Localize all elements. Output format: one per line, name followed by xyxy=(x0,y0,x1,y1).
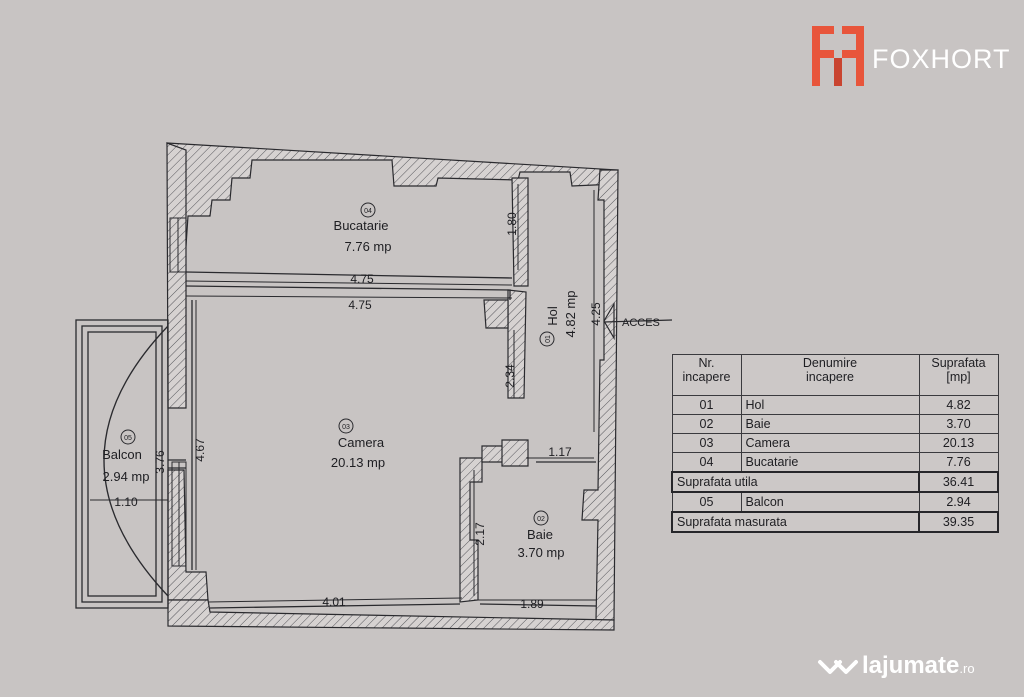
bottom-wall xyxy=(167,599,615,631)
row-area: 3.70 xyxy=(918,414,999,434)
dim-bath-depth: 2.17 xyxy=(473,522,487,546)
dim-hall-length: 4.25 xyxy=(589,302,603,326)
table-row: 05 Balcon 2.94 xyxy=(671,491,999,513)
balcony xyxy=(75,319,186,609)
room-area-camera: 20.13 mp xyxy=(331,455,385,470)
utila-row: Suprafata utila 36.41 xyxy=(671,471,999,493)
walls xyxy=(166,142,619,631)
table-row: 02 Baie 3.70 xyxy=(671,414,999,434)
bath-wall-left xyxy=(459,457,483,603)
row-area: 2.94 xyxy=(918,491,999,513)
access-label: ACCES xyxy=(622,317,660,329)
brand-name: FOXHORT xyxy=(872,44,1011,74)
room-num-bucatarie: 04 xyxy=(364,208,372,215)
masurata-label: Suprafata masurata xyxy=(671,511,920,533)
room-name-hol: Hol xyxy=(545,306,560,326)
row-nr: 02 xyxy=(671,414,742,434)
area-table: Nr. incapere Denumire incapere Suprafata… xyxy=(671,354,999,533)
partition-wall xyxy=(507,289,527,399)
dim-kitchen-depth: 1.80 xyxy=(505,212,519,236)
dim-kitchen-width: 4.75 xyxy=(350,272,374,286)
access-marker xyxy=(603,301,673,341)
table-row: 01 Hol 4.82 xyxy=(671,395,999,415)
masurata-area: 39.35 xyxy=(918,511,999,533)
watermark-main: lajumate xyxy=(862,652,960,679)
brand-header: FOXHORT xyxy=(812,26,1012,86)
bath-wall-top-2 xyxy=(501,439,529,467)
room-area-bucatarie: 7.76 mp xyxy=(345,239,392,254)
dim-room-wall: 2.34 xyxy=(503,364,517,388)
room-num-hol: 01 xyxy=(545,335,552,343)
col-nr-header: Nr. incapere xyxy=(671,354,742,396)
room-name-baie: Baie xyxy=(527,527,553,542)
row-name: Baie xyxy=(740,414,920,434)
row-area: 20.13 xyxy=(918,433,999,453)
dim-room-bottom: 4.01 xyxy=(322,595,346,609)
utila-label: Suprafata utila xyxy=(671,471,920,493)
room-area-baie: 3.70 mp xyxy=(518,545,565,560)
dim-bath-width-top: 1.17 xyxy=(548,445,572,459)
utila-area: 36.41 xyxy=(918,471,999,493)
dim-room-depth: 4.67 xyxy=(193,438,207,462)
dim-balcony-depth: 3.76 xyxy=(153,450,167,474)
dimension-lines xyxy=(90,184,596,603)
kitchen-partition xyxy=(511,177,529,287)
table-row: 03 Camera 20.13 xyxy=(671,433,999,453)
partition-wall-2 xyxy=(483,299,509,329)
room-markers xyxy=(120,202,555,526)
right-wall xyxy=(581,169,619,621)
table-row: 04 Bucatarie 7.76 xyxy=(671,452,999,473)
watermark-text: lajumate.ro xyxy=(862,652,975,680)
row-name: Balcon xyxy=(740,491,920,513)
col-area-header: Suprafata [mp] xyxy=(918,354,999,396)
heart-icon xyxy=(818,660,858,674)
windows xyxy=(169,217,187,567)
top-wall xyxy=(166,142,619,247)
table-header-row: Nr. incapere Denumire incapere Suprafata… xyxy=(671,354,999,396)
left-wall-upper xyxy=(166,142,187,409)
watermark: lajumate.ro xyxy=(816,650,1016,680)
row-nr: 05 xyxy=(671,491,742,513)
row-nr: 04 xyxy=(671,452,742,473)
room-name-bucatarie: Bucatarie xyxy=(334,218,389,233)
room-area-hol: 4.82 mp xyxy=(563,291,578,338)
dim-room-width: 4.75 xyxy=(348,298,372,312)
room-num-baie: 02 xyxy=(537,516,545,523)
room-num-camera: 03 xyxy=(342,424,350,431)
masurata-row: Suprafata masurata 39.35 xyxy=(671,511,999,533)
row-nr: 01 xyxy=(671,395,742,415)
room-area-balcon: 2.94 mp xyxy=(103,469,150,484)
left-wall-lower xyxy=(167,469,209,601)
fh-logo-icon xyxy=(812,26,864,86)
row-nr: 03 xyxy=(671,433,742,453)
room-name-balcon: Balcon xyxy=(102,447,142,462)
col-name-header: Denumire incapere xyxy=(740,354,920,396)
room-num-balcon: 05 xyxy=(124,435,132,442)
row-name: Camera xyxy=(740,433,920,453)
row-area: 7.76 xyxy=(918,452,999,473)
dim-bath-bottom: 1.89 xyxy=(520,597,544,611)
room-name-camera: Camera xyxy=(338,435,385,450)
row-name: Hol xyxy=(740,395,920,415)
watermark-suffix: .ro xyxy=(959,661,975,676)
row-area: 4.82 xyxy=(918,395,999,415)
room-outlines xyxy=(185,271,597,609)
dim-balcony-width: 1.10 xyxy=(114,495,138,509)
row-name: Bucatarie xyxy=(740,452,920,473)
access-arrow-icon xyxy=(603,301,615,341)
